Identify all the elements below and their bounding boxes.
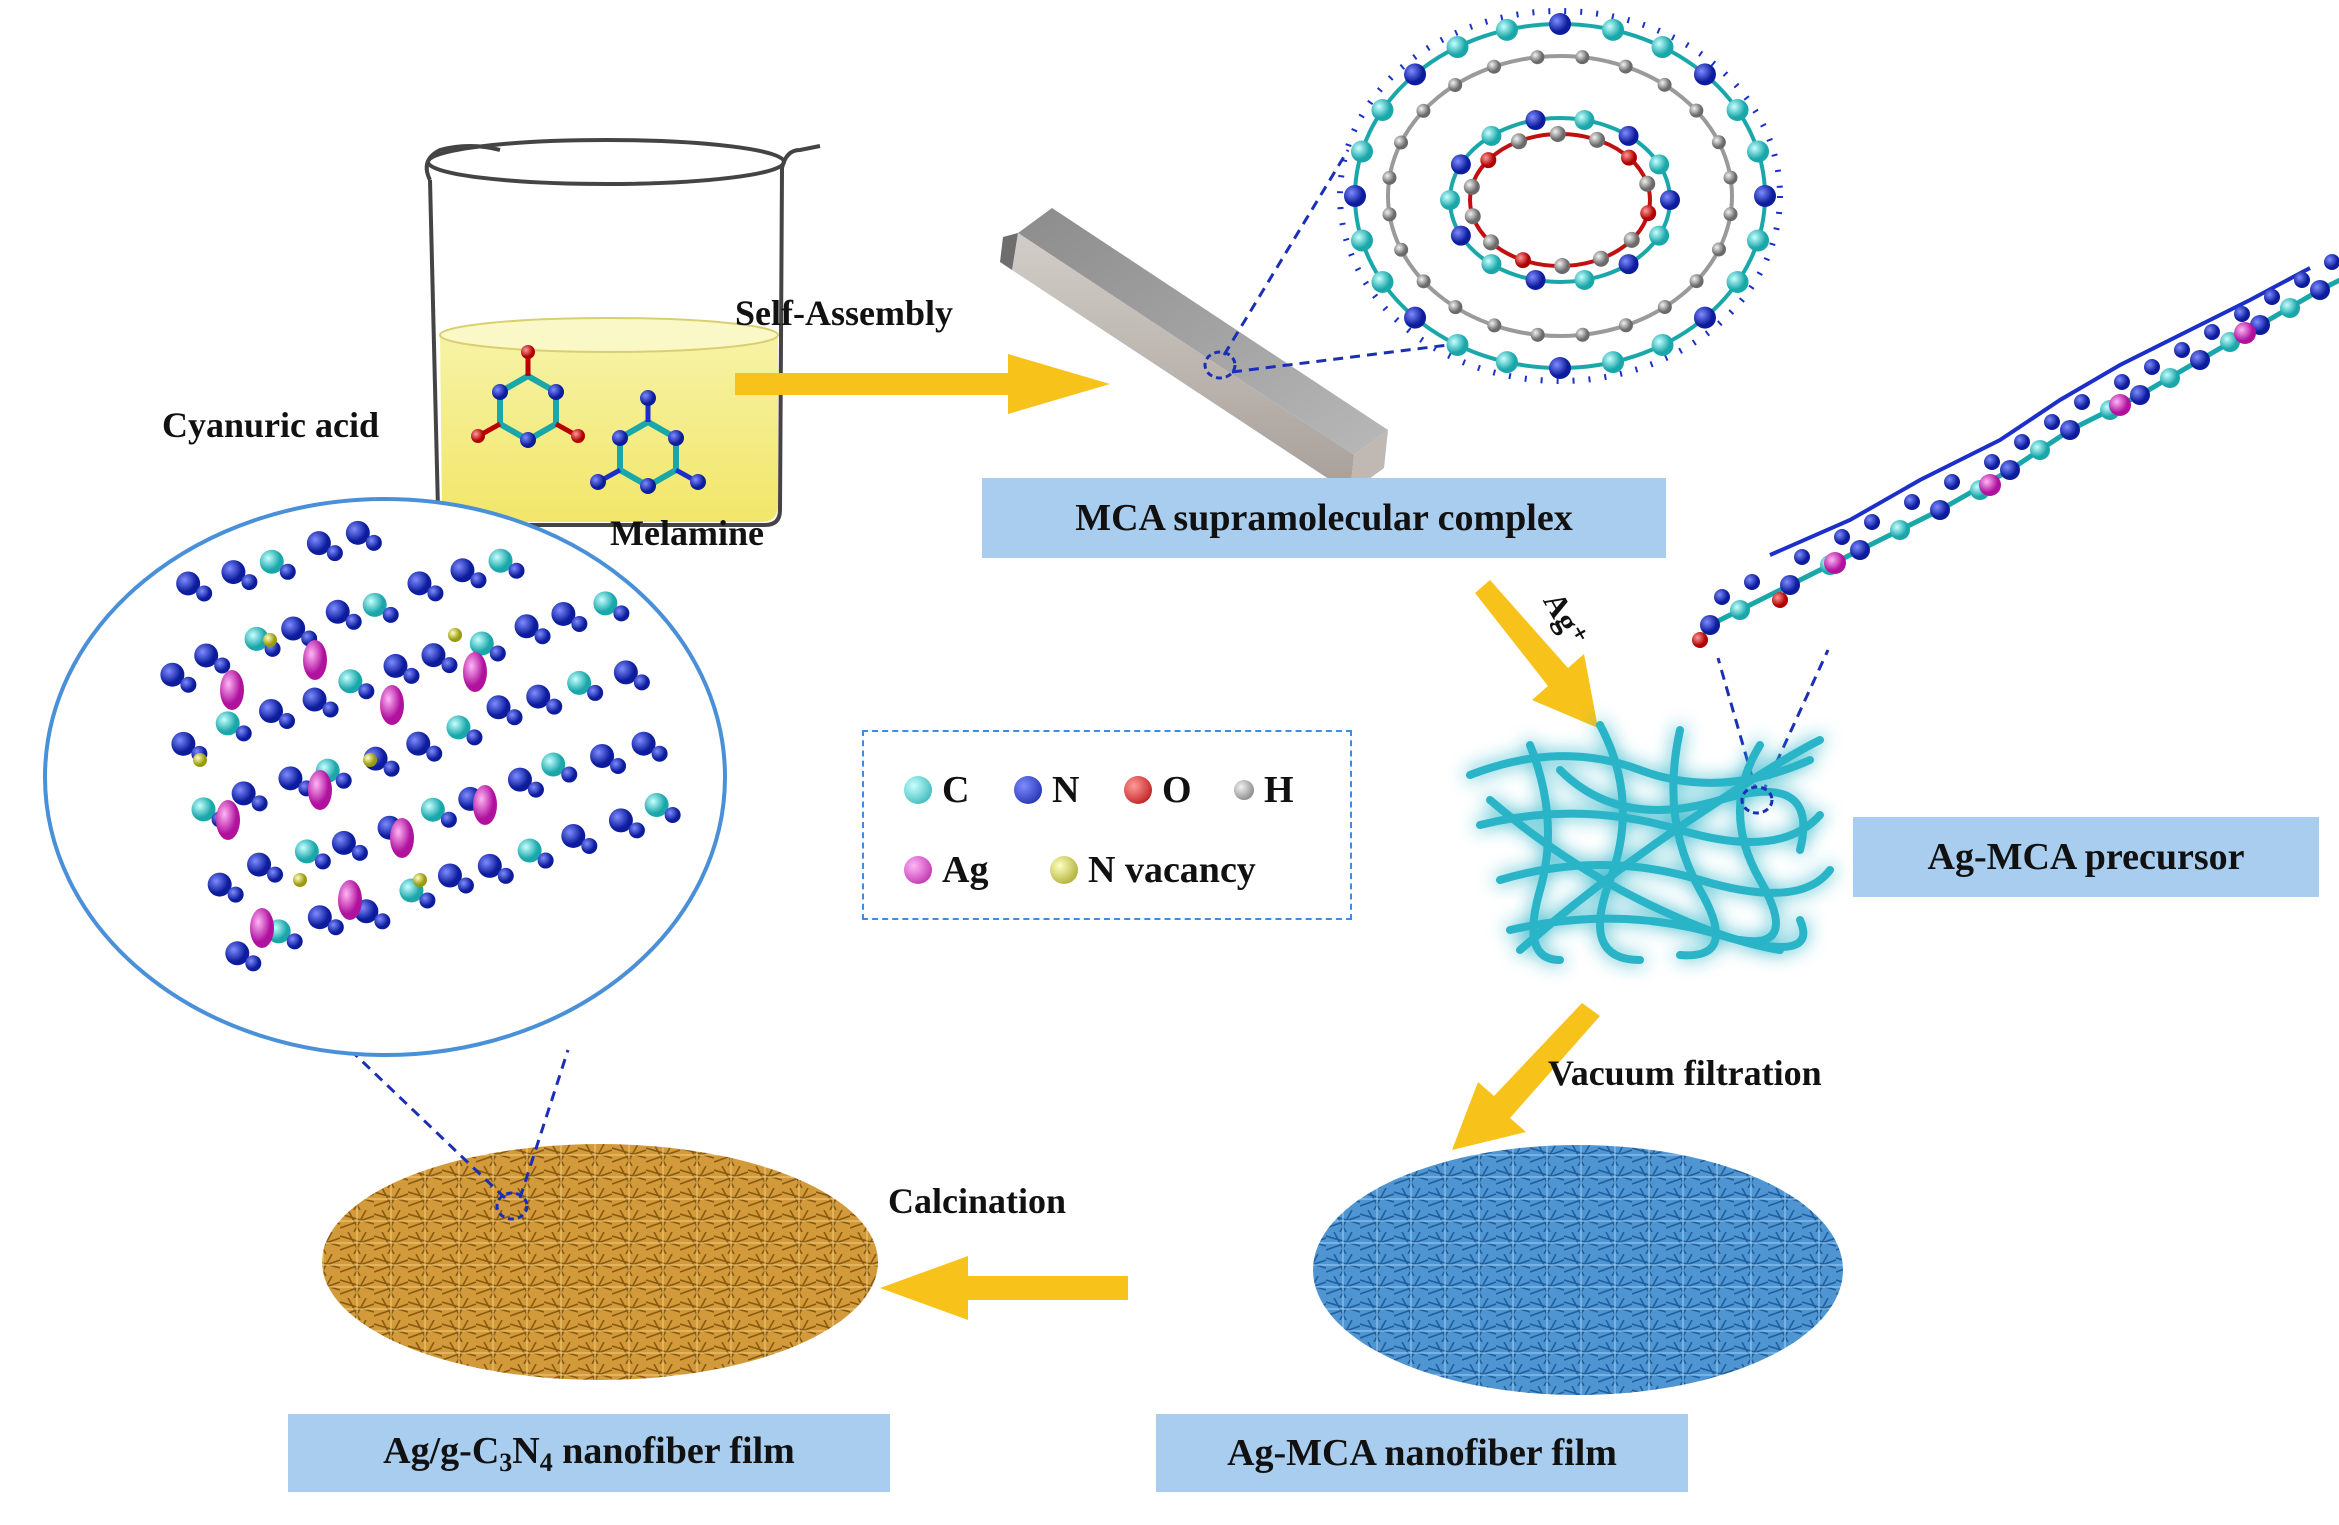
zoom-circle-film [495,1191,529,1221]
legend-carbon: C [904,768,969,812]
vacuum-filtration-label: Vacuum filtration [1548,1053,1822,1093]
ag-mca-precursor-box: Ag-MCA precursor [1853,817,2319,897]
hydrogen-atom-icon [1234,780,1254,800]
legend-hydrogen: H [1234,768,1294,812]
ag-g-c3n4-film-disc [322,1144,878,1380]
ag-mca-chain-icon [1692,254,2339,648]
calcination-label: Calcination [888,1181,1067,1221]
carbon-atom-icon [904,776,932,804]
arrow-vacuum-filtration [1452,1003,1600,1150]
zoom-circle-rod [1203,350,1237,380]
ag-mca-nanofiber-film-disc [1313,1145,1843,1395]
melamine-molecule-icon [590,390,706,494]
ag-g-c3n4-film-box: Ag/g-C3N4 nanofiber film [288,1414,890,1492]
self-assembly-label: Self-Assembly [735,293,953,333]
mca-rod-icon [1000,208,1388,493]
nitrogen-atom-icon [1014,776,1042,804]
ag-mca-film-box: Ag-MCA nanofiber film [1156,1414,1688,1492]
ag-mca-precursor-fibers [1466,721,1834,964]
ag-mca-precursor-text: Ag-MCA precursor [1927,836,2245,878]
cyanuric-acid-molecule-icon [471,345,585,448]
melamine-label: Melamine [610,513,764,553]
n-vacancy-icon [1050,856,1078,884]
cyanuric-acid-label: Cyanuric acid [162,405,380,445]
mca-complex-box: MCA supramolecular complex [982,478,1666,558]
ag-g-c3n4-structure-zoom [43,497,727,1057]
mca-network-icon [1337,8,1783,384]
ag-g-c3n4-film-text: Ag/g-C3N4 nanofiber film [383,1429,795,1477]
arrow-calcination [880,1256,1128,1320]
legend-nitrogen: N [1014,768,1079,812]
silver-atom-icon [904,856,932,884]
zoom-circle-precursor [1740,785,1774,815]
oxygen-atom-icon [1124,776,1152,804]
legend-oxygen: O [1124,768,1192,812]
arrow-ag-ion [1475,580,1598,728]
legend-box: C N O H Ag N vacancy [862,730,1352,920]
legend-silver: Ag [904,848,988,892]
ag-mca-film-text: Ag-MCA nanofiber film [1227,1432,1617,1474]
mca-complex-text: MCA supramolecular complex [1075,497,1573,539]
beaker-icon [424,138,821,527]
legend-n-vacancy: N vacancy [1050,848,1256,892]
arrow-self-assembly [735,354,1110,414]
